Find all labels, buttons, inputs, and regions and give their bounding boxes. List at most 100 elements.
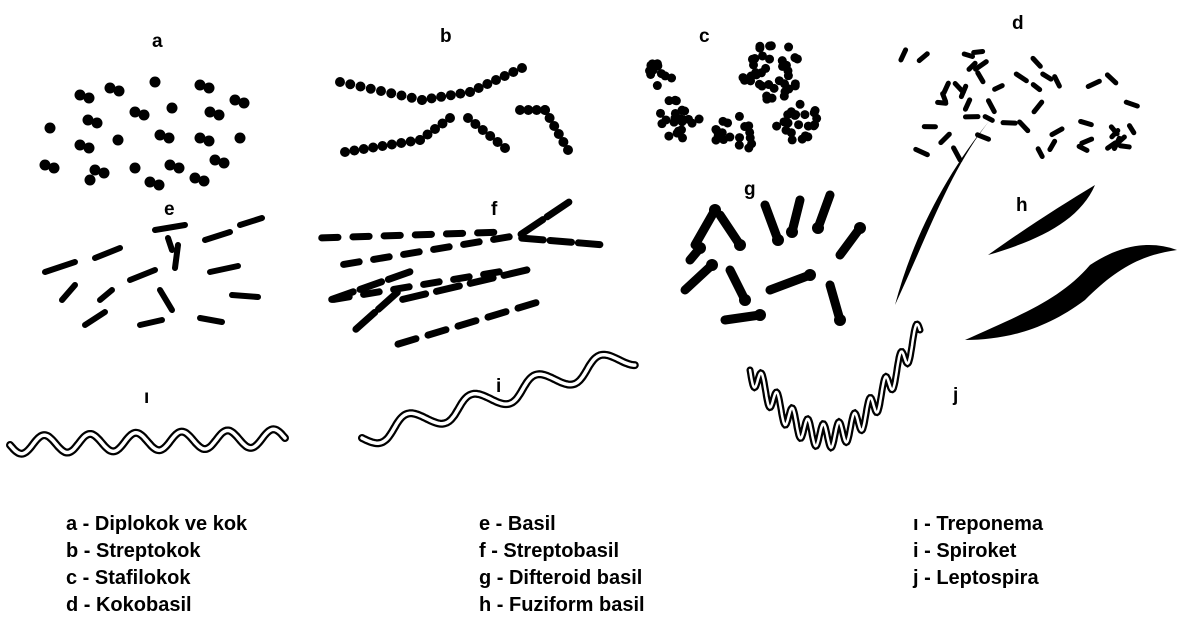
diplococcus-cell [154,180,165,191]
panel-label-j: j [953,386,958,405]
coccobacillus-cell [954,148,961,160]
diplococcus-cell [130,163,141,174]
coccobacillus-cell [1079,146,1087,150]
staphylococcus-cell [748,55,757,64]
diplococcus-cell [84,143,95,154]
legend-item: a - Diplokok ve kok [66,511,247,538]
streptobacillus-cell [550,240,572,242]
staphylococcus-cell [784,84,793,93]
streptobacillus-cell [504,270,527,275]
staphylococcus-cell [784,43,793,52]
coccobacillus-cell [1050,141,1055,149]
diphtheroid-club-end [739,294,751,306]
streptococcus-cell [482,79,492,89]
streptococcus-cell [465,87,475,97]
staphylococcus-cell [783,110,792,119]
streptobacillus-cell [378,292,397,309]
diplococcus-cell [139,110,150,121]
streptococcus-cell [517,63,527,73]
staphylococcus-cell [674,127,683,136]
staphylococcus-cell [735,141,744,150]
panel-label-e: e [164,200,175,219]
coccobacillus-cell [1016,74,1026,81]
diplococcus-cell [199,176,210,187]
staphylococcus-cell [765,55,774,64]
coccobacillus-cell [1082,139,1092,143]
diphtheroid-club-end [706,259,718,271]
streptobacillus-cell [364,292,380,295]
staphylococcus-cell [770,84,779,93]
bacillus-cell [160,290,172,310]
bacillus-cell [155,225,185,230]
streptobacillus-cell [434,247,450,250]
diplococcus-cell [164,133,175,144]
streptococcus-cell [366,84,376,94]
streptobacillus-cell [384,235,400,236]
legend-item: e - Basil [479,511,645,538]
diplococcus-cell [204,83,215,94]
bacillus-cell [85,312,105,325]
staphylococcus-cell [757,82,766,91]
legend-item: i - Spiroket [913,538,1043,565]
bacillus-cell [210,266,238,272]
bacillus-cell [168,238,172,250]
staphylococcus-cell [739,73,748,82]
bacillus-cell [200,318,222,322]
streptococcus-cell [397,91,407,101]
streptococcus-cell [349,146,359,156]
streptococcus-cell [563,145,573,155]
panel-label-g: g [744,180,756,199]
streptococcus-cell [500,71,510,81]
coccobacillus-cell [965,100,969,109]
panel-g-diphtheroid-bacilli [685,195,866,326]
staphylococcus-cell [718,117,727,126]
panel-c-staphylococci [645,41,821,152]
streptobacillus-cell [428,330,446,335]
staphylococcus-cell [772,122,781,131]
coccobacillus-cell [974,51,983,52]
coccobacillus-cell [1033,58,1040,66]
streptococcus-cell [436,92,446,102]
staphylococcus-cell [672,96,681,105]
diplococcus-cell [113,135,124,146]
streptobacillus-cell [436,286,459,291]
diplococcus-cell [114,86,125,97]
staphylococcus-cell [653,81,662,90]
staphylococcus-cell [664,132,673,141]
coccobacillus-cell [964,54,972,56]
staphylococcus-cell [761,64,770,73]
streptobacillus-cell [360,282,382,290]
legend-item: c - Stafilokok [66,565,247,592]
coccobacillus-cell [1107,75,1115,83]
coccobacillus-cell [1120,146,1129,147]
panel-e-bacilli [45,218,262,325]
diphtheroid-club-end [804,269,816,281]
streptococcus-cell [345,79,355,89]
streptococcus-cell [417,95,427,105]
legend-item: h - Fuziform basil [479,592,645,619]
streptococcus-cell [386,88,396,98]
coccobacillus-cell [988,101,994,112]
coccobacillus-cell [944,83,948,93]
legend-item: g - Difteroid basil [479,565,645,592]
coccobacillus-cell [1081,121,1092,124]
diplococcus-cell [219,158,230,169]
coccobacillus-cell [919,54,927,61]
diplococcus-cell [49,163,60,174]
streptobacillus-cell [547,202,569,217]
coccobacillus-cell [1052,129,1062,135]
staphylococcus-cell [744,144,753,153]
streptococcus-cell [376,86,386,96]
streptobacillus-cell [353,236,369,237]
legend-column-3: ı - Treponema i - Spiroket j - Leptospir… [913,511,1043,592]
staphylococcus-cell [646,61,655,70]
coccobacillus-cell [1126,102,1137,106]
coccobacillus-cell [978,73,983,82]
staphylococcus-cell [657,119,666,128]
streptobacillus-cell [404,252,420,255]
staphylococcus-cell [735,112,744,121]
streptobacillus-cell [522,238,544,240]
streptobacillus-cell [374,257,390,260]
streptococcus-cell [427,93,437,103]
staphylococcus-cell [791,110,800,119]
